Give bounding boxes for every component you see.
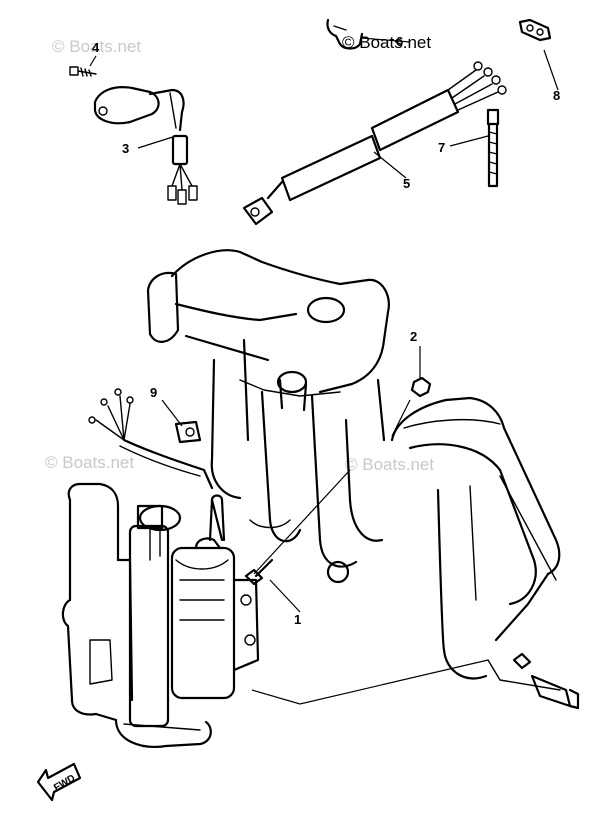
part-6-clamp: [326, 18, 364, 50]
callout-3: 3: [122, 141, 129, 156]
watermark-top-left: © Boats.net: [52, 37, 141, 56]
part-5-wire-harness: [242, 61, 507, 226]
callout-4: 4: [92, 40, 100, 55]
fwd-label: FWD: [52, 773, 77, 794]
leader-lines: [89, 37, 559, 705]
callout-8: 8: [553, 88, 560, 103]
clamp-bracket-assembly: [146, 249, 390, 584]
callout-1: 1: [294, 612, 301, 627]
part-1-bolt: [244, 558, 274, 586]
part-3-trim-sender: [93, 86, 198, 205]
part-7-cable-tie: [486, 108, 500, 188]
callout-9: 9: [150, 385, 157, 400]
part-4-bolt: [69, 66, 97, 77]
power-trim-tilt-unit: [61, 482, 260, 748]
part-2-nut: [410, 376, 432, 398]
swivel-bracket-plate: [390, 396, 561, 691]
watermark-top-right: © Boats.net: [342, 33, 431, 52]
part-9-trim-switch: [88, 388, 224, 542]
part-8-clip: [518, 18, 552, 42]
callout-7: 7: [438, 140, 445, 155]
fwd-arrow-icon: FWD: [36, 762, 82, 802]
watermark-mid-right: © Boats.net: [345, 455, 434, 474]
callout-6: 6: [396, 34, 403, 49]
mount-bolt-washer: [512, 652, 580, 710]
watermark-mid-left: © Boats.net: [45, 453, 134, 472]
callout-2: 2: [410, 329, 417, 344]
callout-5: 5: [403, 176, 410, 191]
